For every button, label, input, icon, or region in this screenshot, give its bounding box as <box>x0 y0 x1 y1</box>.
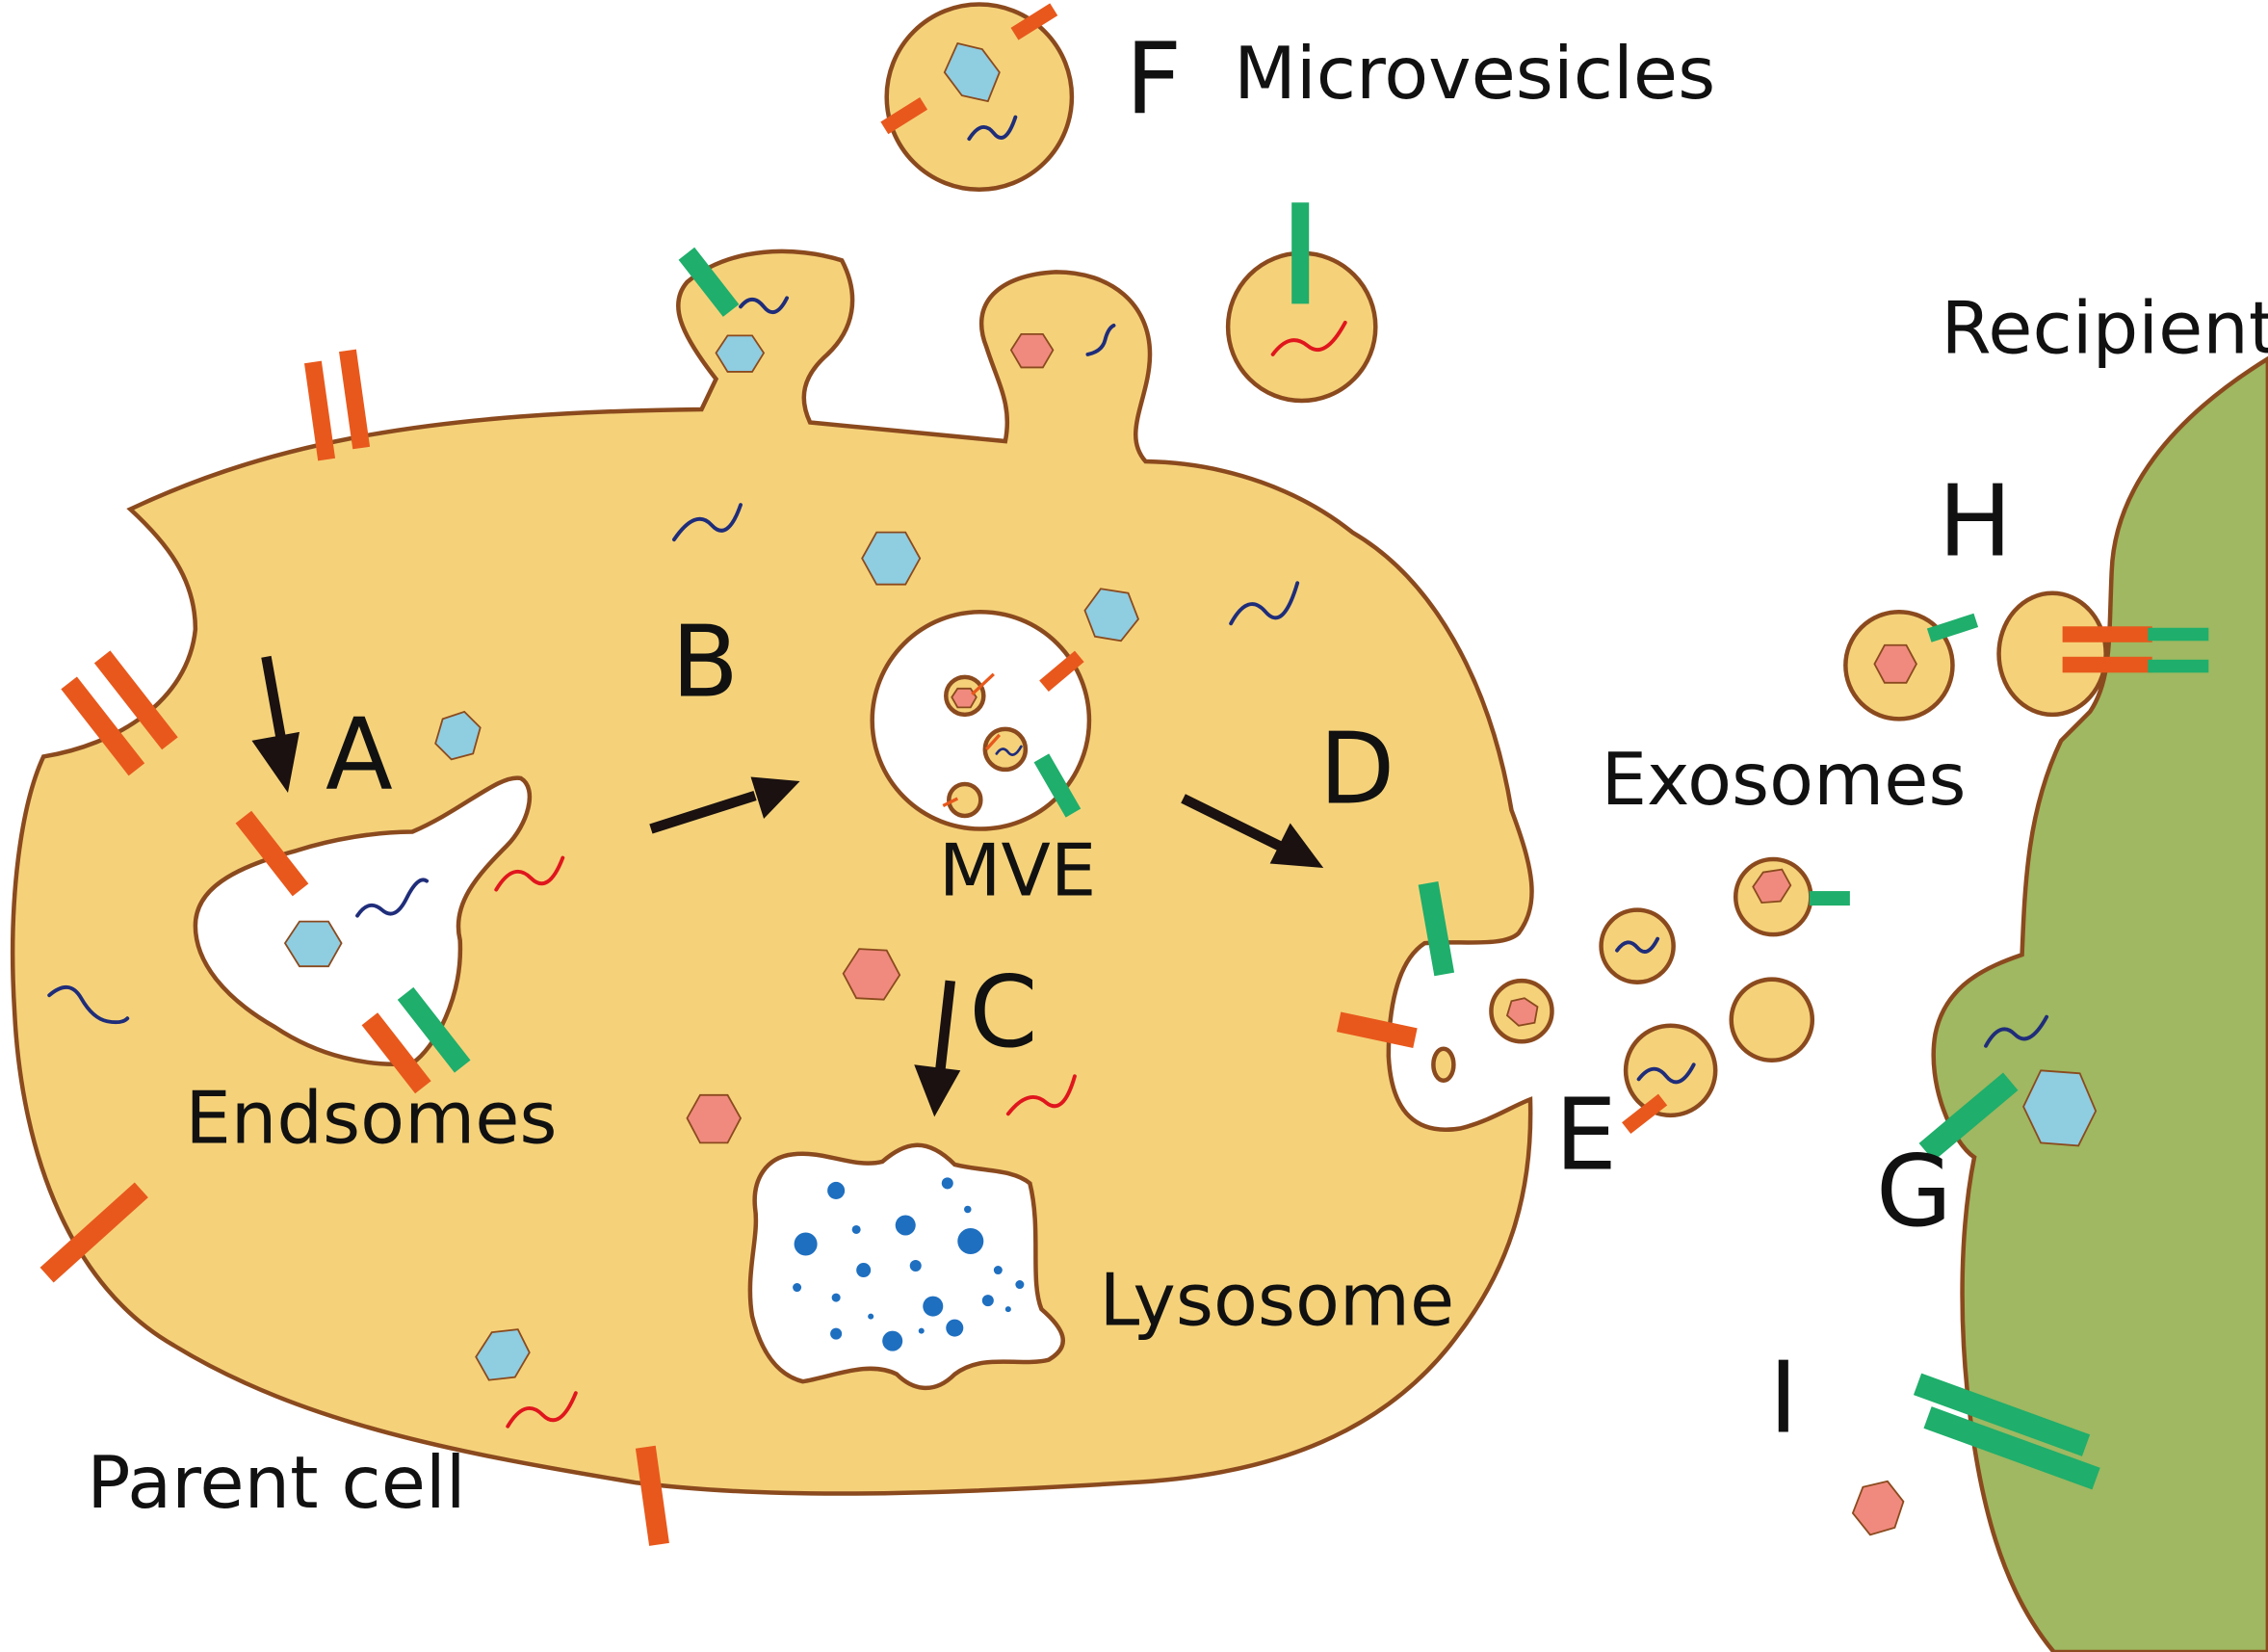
receptor-orange-green-pair <box>361 986 471 1094</box>
label-exosomes: Exosomes <box>1602 737 1967 822</box>
receptor-orange <box>2062 626 2152 642</box>
parent-cell <box>10 249 1534 1496</box>
budding-vesicle-right <box>1009 323 1116 369</box>
rna-navy <box>739 296 790 315</box>
protein-blue <box>715 334 766 373</box>
protein-blue <box>1083 588 1140 642</box>
exosome <box>1622 1023 1718 1135</box>
label-mve: MVE <box>939 828 1097 913</box>
label-microvesicles: Microvesicles <box>1234 31 1715 116</box>
label-c: C <box>969 956 1037 1070</box>
receptor-green <box>1418 880 1455 977</box>
receptor-orange-pair <box>303 349 371 461</box>
label-f: F <box>1125 22 1182 137</box>
endosome <box>193 775 532 1066</box>
label-parent-cell: Parent cell <box>87 1440 465 1525</box>
receptor-green <box>1918 1072 2019 1162</box>
label-i: I <box>1769 1342 1798 1456</box>
protein-blue <box>861 531 922 586</box>
receptor-green <box>678 247 740 317</box>
label-h: H <box>1938 465 2012 580</box>
lysosome <box>747 1142 1065 1391</box>
protein-pink <box>1851 1480 1905 1536</box>
rna-navy <box>1229 581 1300 626</box>
protein-blue <box>283 920 343 968</box>
exosome <box>1729 977 1815 1063</box>
label-b: B <box>671 605 739 720</box>
rna-red <box>506 1391 578 1429</box>
protein-pink <box>842 948 901 1001</box>
protein-pink <box>951 687 978 709</box>
intraluminal-vesicle <box>947 781 983 819</box>
rna-red <box>494 855 565 892</box>
label-g: G <box>1876 1135 1952 1249</box>
label-recipient-cell: Recipient cell <box>1941 285 2268 370</box>
lysosome-contents <box>793 1177 1025 1351</box>
rna-navy <box>671 503 743 542</box>
receptor-orange <box>2062 656 2152 673</box>
arrow-to-mve <box>649 776 800 834</box>
receptor-orange <box>1336 1011 1418 1048</box>
label-e: E <box>1555 1078 1618 1193</box>
receptor-orange <box>39 1182 148 1283</box>
arrow-to-lysosome <box>914 980 961 1117</box>
receptor-green-pair <box>1913 1373 2100 1490</box>
rna-navy <box>1984 1014 2049 1048</box>
exosome-h-free <box>1843 609 1979 721</box>
intracellular-vesicle <box>1431 1046 1456 1084</box>
arrow-endocytosis <box>251 655 300 793</box>
microvesicle-top <box>880 2 1075 192</box>
receptor-orange <box>1039 650 1084 693</box>
rna-navy <box>1085 323 1116 356</box>
receptor-orange <box>235 810 309 897</box>
label-endosomes: Endsomes <box>185 1075 557 1160</box>
protein-blue <box>2022 1069 2098 1147</box>
exosome-h-docked <box>1996 590 2209 718</box>
rna-red <box>1005 1074 1077 1116</box>
protein-blue <box>475 1328 531 1381</box>
mve <box>870 609 1092 831</box>
receptor-orange-pair <box>61 650 178 776</box>
protein-blue <box>434 710 482 761</box>
receptor-green <box>2148 659 2209 673</box>
protein-pink <box>686 1093 743 1144</box>
receptor-green <box>1033 753 1082 818</box>
receptor-orange <box>635 1445 669 1546</box>
exosome <box>1733 856 1850 937</box>
label-d: D <box>1319 712 1395 826</box>
exosome <box>1599 907 1676 984</box>
rna-navy <box>355 878 430 918</box>
budding-vesicle-left <box>678 247 790 373</box>
arrow-to-secretion <box>1181 794 1324 869</box>
exosome <box>1489 978 1554 1044</box>
label-a: A <box>326 697 393 812</box>
rna-navy <box>47 984 130 1025</box>
label-lysosome: Lysosome <box>1099 1258 1454 1343</box>
microvesicle-released <box>1225 202 1378 404</box>
receptor-green <box>2148 627 2209 642</box>
protein-pink <box>1009 333 1055 369</box>
